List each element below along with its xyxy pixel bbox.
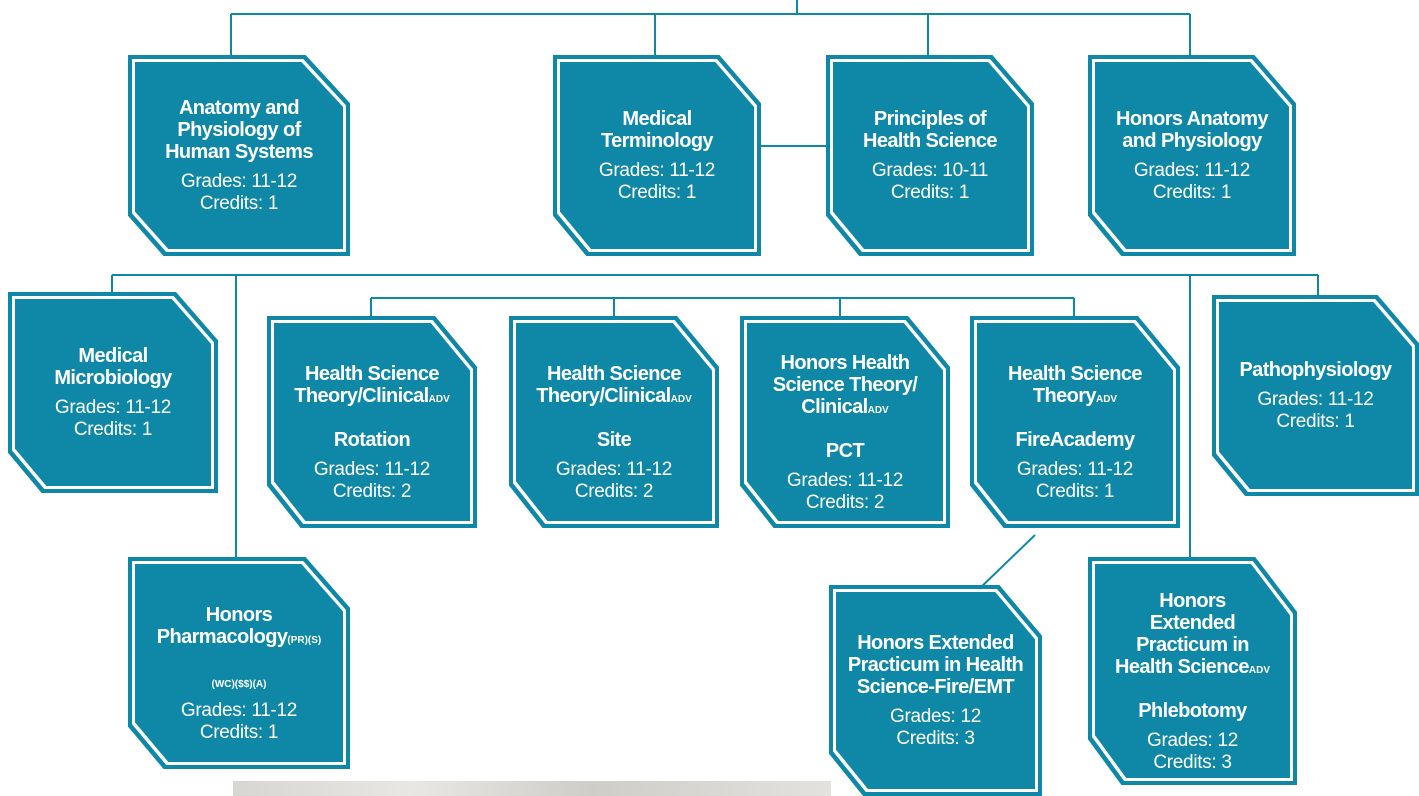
course-title-suffix: (WC)($$)(A)	[211, 679, 267, 690]
course-title: Anatomy and Physiology of Human Systems	[165, 96, 313, 163]
course-title: Health Science Theory/Clinical	[294, 363, 439, 407]
course-hst-fire-academy: Health Science TheoryADV FireAcademy Gra…	[970, 316, 1180, 528]
course-title-suffix: PCT	[825, 440, 865, 462]
course-title-suffix: Phlebotomy	[1138, 700, 1247, 722]
course-title-suffix: FireAcademy	[1015, 429, 1135, 451]
course-grades: Grades: 11-12	[1133, 159, 1251, 181]
course-principles-health-science: Principles of Health Science Grades: 10-…	[826, 55, 1034, 256]
course-grades: Grades: 10-11	[871, 159, 989, 181]
connector-group	[111, 0, 1319, 591]
course-title-suffix: Rotation	[333, 429, 411, 451]
course-medical-microbiology: Medical Microbiology Grades: 11-12 Credi…	[8, 292, 218, 493]
background-photo-strip	[233, 781, 831, 796]
course-honors-anatomy-physiology: Honors Anatomy and Physiology Grades: 11…	[1088, 55, 1296, 256]
course-grades: Grades: 11-12	[180, 700, 298, 721]
course-tag: ADV	[867, 405, 889, 416]
course-medical-terminology: Medical Terminology Grades: 11-12 Credit…	[553, 55, 761, 256]
course-title: Honors Extended Practicum in Health Scie…	[847, 631, 1024, 698]
course-tag: ADV	[1248, 665, 1270, 676]
course-hst-clinical-site: Health Science Theory/ClinicalADV Site G…	[509, 316, 719, 528]
course-grades: Grades: 12	[1147, 730, 1238, 751]
course-credits: Credits: 3	[896, 727, 975, 749]
course-credits: Credits: 1	[73, 418, 153, 440]
course-grades: Grades: 11-12	[1016, 459, 1134, 480]
course-title: Pathophysiology	[1239, 358, 1392, 381]
course-credits: Credits: 1	[1276, 410, 1355, 432]
course-grades: Grades: 11-12	[1257, 388, 1374, 410]
course-title: Honors Anatomy and Physiology	[1116, 107, 1269, 152]
course-title: Medical Terminology	[601, 107, 714, 152]
course-title-suffix: Site	[596, 429, 632, 451]
course-credits: Credits: 1	[890, 181, 970, 203]
course-title: Honors Pharmacology	[156, 604, 288, 648]
course-credits: Credits: 1	[199, 192, 279, 214]
course-practicum-phlebotomy: Honors Extended Practicum in Health Scie…	[1088, 557, 1297, 785]
course-credits: Credits: 1	[1152, 181, 1232, 203]
course-title: Health Science Theory	[1008, 363, 1142, 407]
course-credits: Credits: 1	[617, 181, 697, 203]
course-tag: ADV	[670, 394, 692, 405]
course-grades: Grades: 11-12	[555, 459, 673, 480]
course-pathophysiology: Pathophysiology Grades: 11-12 Credits: 1	[1212, 295, 1419, 496]
course-credits: Credits: 2	[332, 481, 412, 502]
course-credits: Credits: 1	[1035, 481, 1115, 502]
course-credits: Credits: 1	[199, 722, 279, 743]
course-title: Medical Microbiology	[54, 344, 172, 389]
course-grades: Grades: 11-12	[598, 159, 716, 181]
course-title: Principles of Health Science	[863, 107, 997, 152]
connector	[977, 534, 1036, 591]
course-tag: ADV	[1095, 394, 1118, 405]
course-grades: Grades: 11-12	[54, 396, 172, 418]
course-title: Health Science Theory/Clinical	[536, 363, 681, 407]
course-hst-clinical-rotation: Health Science Theory/ClinicalADV Rotati…	[267, 316, 477, 528]
course-grades: Grades: 11-12	[180, 170, 298, 192]
course-credits: Credits: 3	[1153, 752, 1232, 773]
course-grades: Grades: 12	[890, 705, 981, 727]
course-title: Honors Health Science Theory/ Clinical	[772, 352, 918, 418]
course-anatomy-physiology: Anatomy and Physiology of Human Systems …	[128, 55, 350, 256]
course-honors-pharmacology: Honors Pharmacology(PR)(S) (WC)($$)(A) G…	[128, 557, 350, 769]
course-tag: (PR)(S)	[287, 635, 322, 646]
course-tag: ADV	[428, 394, 450, 405]
course-grades: Grades: 11-12	[786, 470, 904, 491]
course-credits: Credits: 2	[574, 481, 654, 502]
course-title: Honors Extended Practicum in Health Scie…	[1114, 590, 1250, 678]
course-credits: Credits: 2	[805, 492, 885, 513]
course-honors-hst-clinical-pct: Honors Health Science Theory/ ClinicalAD…	[740, 316, 950, 528]
course-practicum-fire-emt: Honors Extended Practicum in Health Scie…	[829, 585, 1042, 796]
course-grades: Grades: 11-12	[313, 459, 431, 480]
